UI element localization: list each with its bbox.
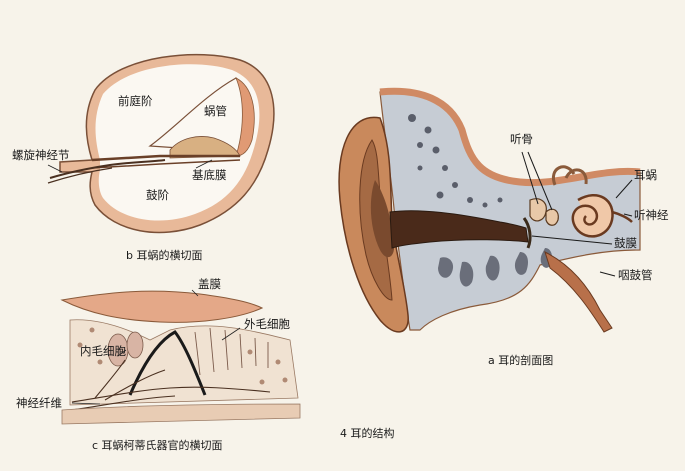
label-eustachian-tube: 咽鼓管: [618, 268, 653, 282]
leader-basilar: [195, 159, 213, 169]
arch-of-corti: [128, 330, 207, 396]
leader-ossicles-b: [527, 151, 553, 211]
caption-panel-c: c 耳蜗柯蒂氏器官的横切面: [92, 439, 223, 452]
label-tectorial-membrane: 盖膜: [198, 277, 221, 291]
label-scala-tympani: 鼓阶: [146, 188, 169, 202]
leader-nerve: [71, 402, 101, 405]
lower-bone-cells: [438, 248, 553, 287]
label-cochlear-duct: 蜗管: [204, 104, 227, 118]
inner-hair-cells-group: [107, 331, 144, 367]
spiral-ganglion-nerve: [49, 159, 166, 179]
spiral-ligament: [235, 77, 255, 157]
outer-hair-cells-group: [194, 327, 269, 376]
basilar-band: [61, 403, 301, 425]
cell-nuclei: [77, 327, 288, 385]
leader-outer-hair: [221, 327, 241, 341]
label-inner-hair-cells: 内毛细胞: [80, 344, 126, 358]
eardrum-membrane: [522, 217, 532, 249]
label-cochlea: 耳蜗: [634, 168, 657, 182]
leader-ganglion: [47, 164, 63, 173]
nerve-fibers-lines: [71, 359, 271, 411]
label-basilar-membrane: 基底膜: [192, 168, 227, 182]
label-outer-hair-cells: 外毛细胞: [244, 317, 290, 331]
label-nerve-fibers: 神经纤维: [16, 396, 62, 410]
basilar-membrane-line: [91, 154, 240, 162]
auditory-nerve-bundle: [611, 210, 633, 223]
pinna-concha: [370, 180, 395, 258]
semicircular-canals: [551, 165, 588, 186]
leader-inner-hair: [117, 349, 127, 357]
leader-cochlea: [615, 179, 633, 199]
leader-eustachian: [599, 271, 616, 277]
caption-panel-b: b 耳蜗的横切面: [126, 249, 203, 262]
leader-auditory-nerve: [623, 213, 633, 217]
mastoid-air-cells: [408, 114, 503, 208]
caption-panel-a: a 耳的剖面图: [488, 354, 554, 367]
label-ossicles: 听骨: [510, 132, 533, 146]
cochlea-spiral: [571, 194, 614, 238]
tectorial-membrane: [60, 290, 264, 323]
label-eardrum: 鼓膜: [614, 236, 637, 250]
ear-canal: [389, 210, 529, 249]
eustachian-tube-shape: [544, 251, 613, 333]
leader-ossicles-a: [521, 151, 539, 205]
leader-tectorial: [191, 289, 199, 297]
spiral-lamina: [91, 159, 241, 169]
label-spiral-ganglion: 螺旋神经节: [12, 148, 70, 162]
label-auditory-nerve: 听神经: [634, 208, 669, 222]
nerve-strand: [47, 167, 113, 184]
label-scala-vestibuli: 前庭阶: [118, 94, 153, 108]
figure-caption: 4 耳的结构: [340, 427, 395, 440]
leader-eardrum: [531, 235, 613, 245]
organ-of-corti-bump: [169, 136, 241, 159]
